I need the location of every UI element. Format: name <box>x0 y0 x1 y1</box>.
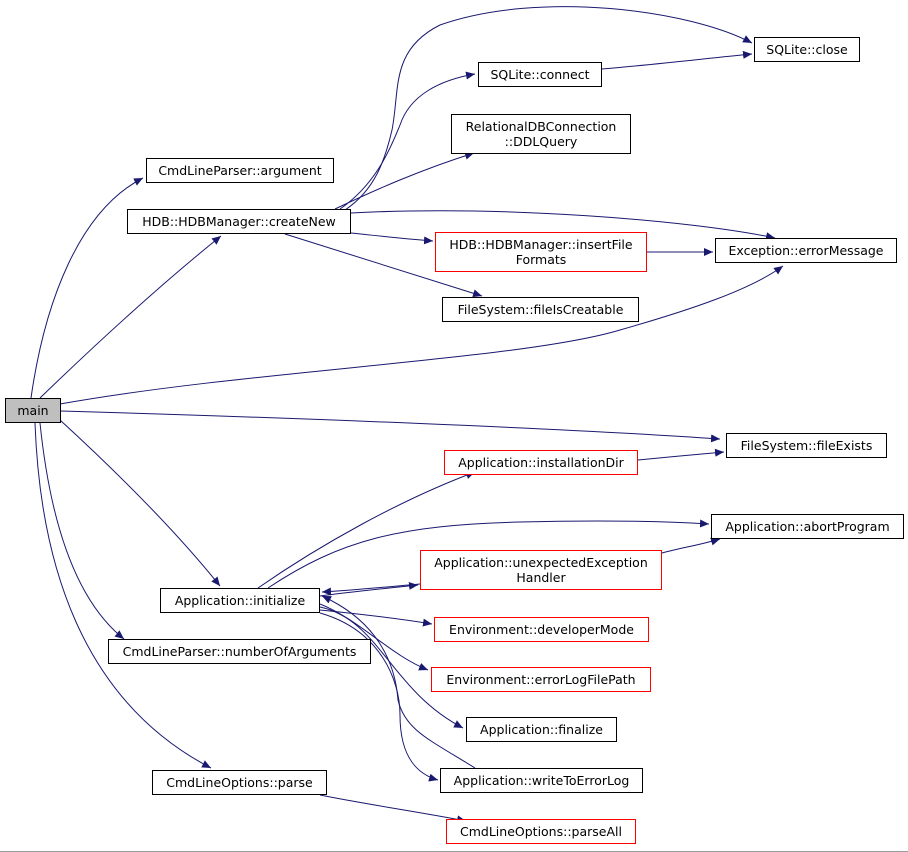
edge-unexpected-to-abortProgram <box>661 537 721 554</box>
edge-main-to-parse <box>34 422 212 769</box>
node-label: SQLite::connect <box>490 67 590 82</box>
edge-unexpected-to-initialize <box>321 583 421 596</box>
node-label: CmdLineParser::numberOfArguments <box>122 644 357 659</box>
edge-main-to-argument <box>30 177 144 399</box>
node-parse[interactable]: CmdLineOptions::parse <box>152 770 327 795</box>
node-connect[interactable]: SQLite::connect <box>478 62 602 87</box>
edge-createNew-to-insertFile <box>350 232 434 245</box>
node-ddlquery[interactable]: RelationalDBConnection ::DDLQuery <box>451 114 631 154</box>
node-createNew[interactable]: HDB::HDBManager::createNew <box>127 209 351 234</box>
edge-createNew-to-ddlquery <box>334 151 475 210</box>
edge-main-to-initialize <box>59 419 221 587</box>
node-finalize[interactable]: Application::finalize <box>466 717 617 742</box>
edge-main-to-createNew <box>39 235 222 399</box>
edge-createNew-to-connect <box>339 71 476 210</box>
node-installationDir[interactable]: Application::installationDir <box>444 450 638 475</box>
node-unexpected[interactable]: Application::unexpectedException Handler <box>420 550 662 590</box>
node-writeToErrorLog[interactable]: Application::writeToErrorLog <box>440 768 643 793</box>
node-argument[interactable]: CmdLineParser::argument <box>146 158 334 183</box>
edge-createNew-to-errorMessage <box>350 210 776 241</box>
edge-initialize-to-unexpected <box>319 581 419 597</box>
edge-createNew-to-close <box>344 6 753 211</box>
node-label: Exception::errorMessage <box>728 243 884 258</box>
node-label: HDB::HDBManager::createNew <box>142 214 336 229</box>
node-label: Application::finalize <box>480 722 603 737</box>
node-label: FileSystem::fileExists <box>740 438 873 453</box>
node-label: CmdLineOptions::parse <box>166 775 313 790</box>
node-developerMode[interactable]: Environment::developerMode <box>434 617 649 642</box>
edge-parse-to-parseAll <box>319 794 467 824</box>
node-label: Application::abortProgram <box>725 519 890 534</box>
node-label: CmdLineOptions::parseAll <box>460 824 622 839</box>
node-label: FileSystem::fileIsCreatable <box>457 302 624 317</box>
node-initialize[interactable]: Application::initialize <box>160 588 320 613</box>
node-errorMessage[interactable]: Exception::errorMessage <box>715 238 897 263</box>
node-abortProgram[interactable]: Application::abortProgram <box>711 514 904 539</box>
node-label: Application::unexpectedException Handler <box>434 555 648 585</box>
node-parseAll[interactable]: CmdLineOptions::parseAll <box>446 819 636 844</box>
edge-main-to-errorMessage <box>59 265 784 405</box>
node-label: Environment::errorLogFilePath <box>446 672 636 687</box>
node-fileIsCreatable[interactable]: FileSystem::fileIsCreatable <box>442 297 639 322</box>
node-numberOfArguments[interactable]: CmdLineParser::numberOfArguments <box>108 639 371 664</box>
edge-main-to-fileExists <box>60 410 721 443</box>
node-label: Application::writeToErrorLog <box>453 773 630 788</box>
edge-initialize-to-errorLogFilePath <box>319 603 429 671</box>
node-label: HDB::HDBManager::insertFile Formats <box>449 237 633 267</box>
edge-initialize-to-finalize <box>319 606 464 729</box>
node-label: Application::initialize <box>174 593 306 608</box>
node-label: CmdLineParser::argument <box>158 163 322 178</box>
edge-installationDir-to-fileExists <box>637 448 725 461</box>
node-label: SQLite::close <box>766 42 848 57</box>
edge-initialize-to-installationDir <box>257 471 476 589</box>
node-main: main <box>5 398 61 423</box>
node-label: Application::installationDir <box>458 455 624 470</box>
edge-writeToErrorLog-to-initialize <box>321 595 476 769</box>
node-label: Environment::developerMode <box>449 622 634 637</box>
node-close[interactable]: SQLite::close <box>754 37 860 62</box>
edge-initialize-to-writeToErrorLog <box>319 612 439 782</box>
edge-createNew-to-fileIsCreatable <box>284 233 483 298</box>
edge-initialize-to-abortProgram <box>267 519 710 589</box>
edge-connect-to-close <box>601 50 753 70</box>
node-insertFile[interactable]: HDB::HDBManager::insertFile Formats <box>435 232 647 272</box>
node-label: main <box>17 403 49 418</box>
node-errorLogFilePath[interactable]: Environment::errorLogFilePath <box>431 667 651 692</box>
node-label: RelationalDBConnection ::DDLQuery <box>465 119 617 149</box>
edge-main-to-numberOfArguments <box>39 422 125 640</box>
node-fileExists[interactable]: FileSystem::fileExists <box>726 433 887 458</box>
